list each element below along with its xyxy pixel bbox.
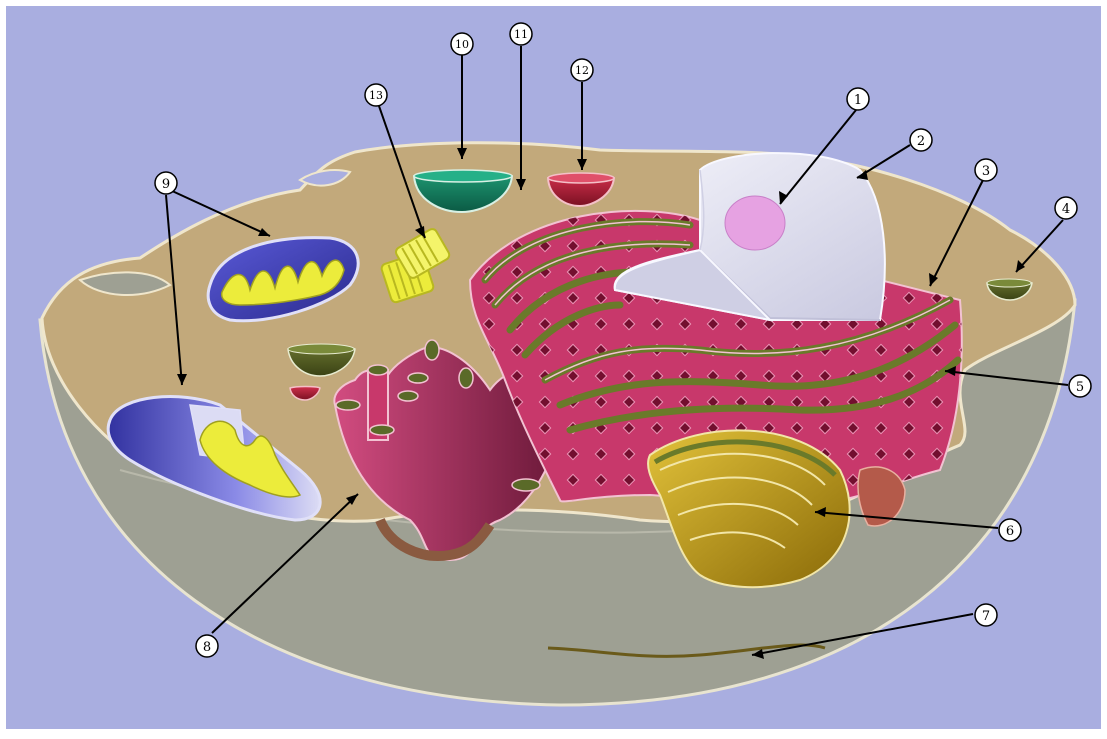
callout-13-label: 13 <box>369 89 383 102</box>
callout-1-label: 1 <box>854 93 862 108</box>
callout-2-label: 2 <box>917 134 925 149</box>
callout-11-label: 11 <box>514 28 528 41</box>
callout-9-label: 9 <box>162 177 170 192</box>
callout-8: 8 <box>196 635 218 657</box>
callout-5: 5 <box>1069 375 1091 397</box>
callout-3: 3 <box>975 159 997 181</box>
callout-1: 1 <box>847 88 869 110</box>
callout-8-label: 8 <box>203 640 211 655</box>
callout-11: 11 <box>510 23 532 45</box>
callout-3-label: 3 <box>982 164 990 179</box>
nucleolus <box>725 196 785 250</box>
callout-7-label: 7 <box>982 609 990 624</box>
callout-12: 12 <box>571 59 593 81</box>
callout-7: 7 <box>975 604 997 626</box>
callout-2: 2 <box>910 129 932 151</box>
callout-5-label: 5 <box>1076 380 1084 395</box>
callout-4-label: 4 <box>1062 202 1070 217</box>
callout-6: 6 <box>999 519 1021 541</box>
callout-13: 13 <box>365 84 387 106</box>
callout-10-label: 10 <box>455 38 469 51</box>
callout-12-label: 12 <box>575 64 589 77</box>
callout-4: 4 <box>1055 197 1077 219</box>
callout-10: 10 <box>451 33 473 55</box>
callout-9: 9 <box>155 172 177 194</box>
callout-6-label: 6 <box>1006 524 1014 539</box>
